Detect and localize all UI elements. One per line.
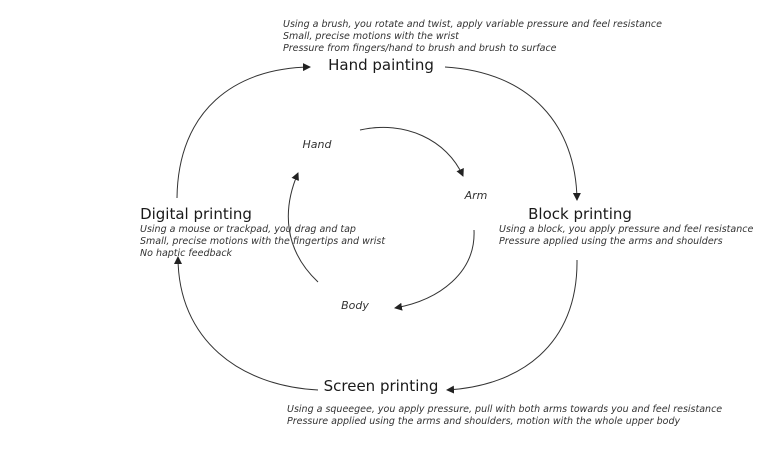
hand-painting-description: Using a brush, you rotate and twist, app… [283, 19, 662, 55]
block-printing-title: Block printing [528, 205, 632, 223]
hand-painting-title: Hand painting [328, 56, 434, 74]
description-line: Pressure applied using the arms and shou… [499, 236, 723, 247]
arrow-screen-to-digital [174, 256, 319, 391]
description-line: Using a brush, you rotate and twist, app… [283, 19, 662, 30]
screen-printing-title: Screen printing [323, 377, 439, 395]
arrow-digital-to-hand [176, 63, 311, 199]
digital-printing-title: Digital printing [140, 205, 252, 223]
arrow-hand-to-arm [359, 126, 464, 177]
inner-label-body: Body [341, 299, 369, 312]
description-line: Using a mouse or trackpad, you drag and … [140, 224, 356, 235]
inner-label-hand: Hand [302, 138, 332, 151]
arrow-body-to-hand [287, 172, 319, 283]
screen-printing-description: Using a squeegee, you apply pressure, pu… [287, 404, 722, 428]
description-line: Small, precise motions with the fingerti… [140, 236, 386, 247]
inner-label-arm: Arm [464, 189, 488, 202]
digital-printing-description: Using a mouse or trackpad, you drag and … [140, 224, 385, 260]
description-line: Pressure applied using the arms and shou… [287, 416, 681, 427]
description-line: Using a block, you apply pressure and fe… [499, 224, 754, 235]
description-line: Using a squeegee, you apply pressure, pu… [287, 404, 723, 415]
description-line: No haptic feedback [140, 248, 233, 259]
description-line: Small, precise motions with the wrist [283, 31, 459, 42]
arrow-hand-to-block [444, 66, 581, 201]
description-line: Pressure from fingers/hand to brush and … [283, 43, 557, 54]
arrow-block-to-screen [446, 259, 578, 394]
block-printing-description: Using a block, you apply pressure and fe… [499, 224, 753, 248]
arrow-arm-to-body [394, 229, 475, 311]
